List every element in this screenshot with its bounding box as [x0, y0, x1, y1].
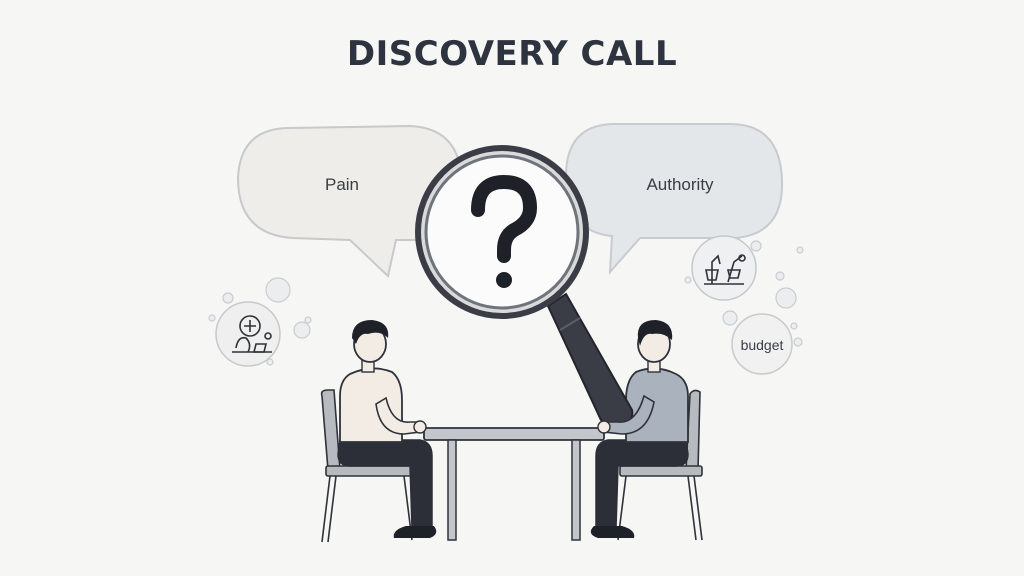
- left-thought-dots: [208, 277, 312, 366]
- budget-bubble: budget: [731, 313, 793, 375]
- right-chair: [617, 389, 703, 541]
- magnifying-glass-icon: [415, 145, 634, 430]
- authority-label: Authority: [646, 175, 714, 194]
- budget-label: budget: [741, 337, 784, 353]
- pain-speech-bubble: Pain: [236, 124, 464, 278]
- right-person-arm: [597, 394, 655, 435]
- scale-icon-bubble: [691, 235, 757, 301]
- scale-icon: [704, 254, 746, 285]
- page-title: DISCOVERY CALL: [346, 34, 678, 74]
- left-person: [337, 320, 437, 538]
- left-chair: [320, 389, 413, 543]
- right-thought-dots: [684, 240, 804, 347]
- pain-label: Pain: [325, 175, 359, 194]
- person-gear-icon: [232, 315, 272, 353]
- question-mark-icon: [471, 174, 538, 288]
- meeting-table: [423, 427, 605, 541]
- authority-speech-bubble: Authority: [564, 123, 784, 275]
- person-gear-icon-bubble: [215, 301, 281, 367]
